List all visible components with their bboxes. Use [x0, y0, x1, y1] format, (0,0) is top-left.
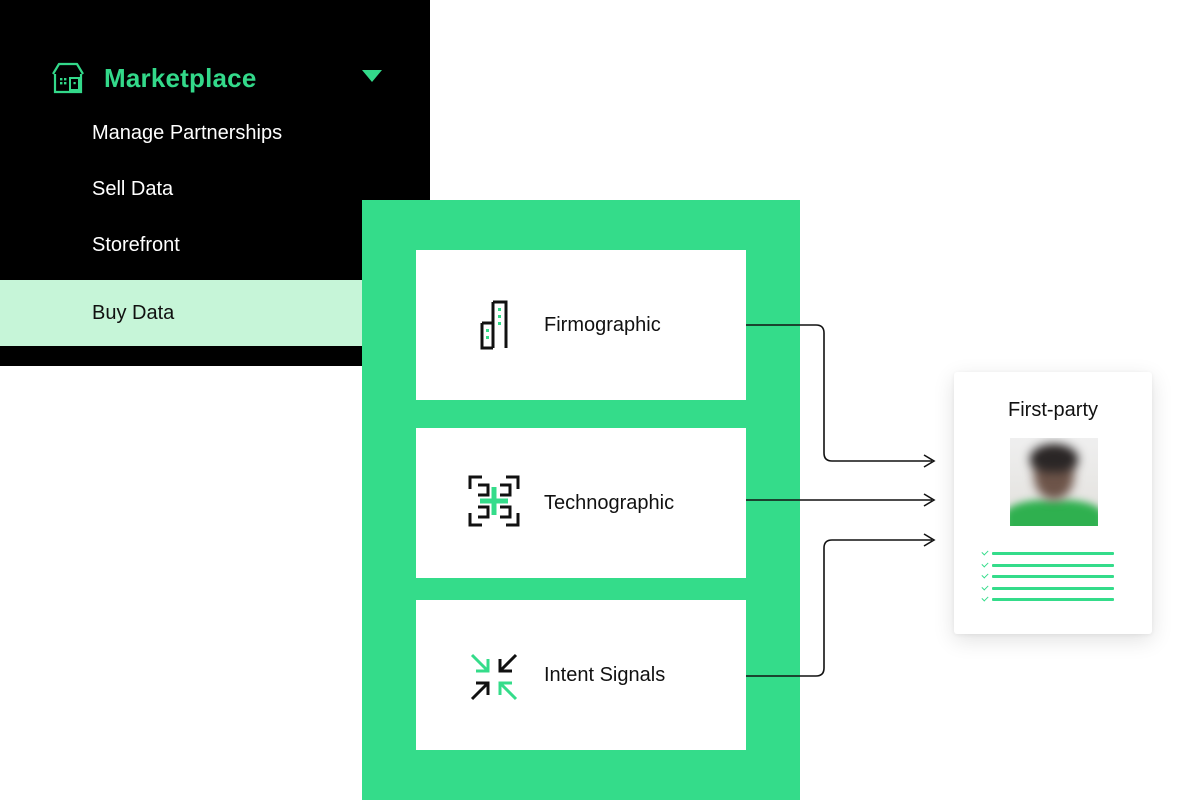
- menu-item-buy-data[interactable]: Buy Data: [0, 280, 362, 346]
- card-firmographic[interactable]: Firmographic: [416, 250, 746, 400]
- data-sources-panel: Firmographic Technographic Intent Signal…: [362, 200, 800, 800]
- caret-down-icon[interactable]: [362, 70, 382, 82]
- checklist-row: [981, 571, 1114, 587]
- converge-arrows-icon: [470, 653, 518, 701]
- menu-header-marketplace[interactable]: Marketplace: [50, 58, 390, 98]
- card-label: Intent Signals: [544, 663, 666, 686]
- card-technographic[interactable]: Technographic: [416, 428, 746, 578]
- checklist-row: [981, 559, 1114, 576]
- profile-title: First-party: [1008, 399, 1098, 421]
- checklist-row: [981, 594, 1114, 610]
- menu-item-manage-partnerships[interactable]: Manage Partnerships: [92, 121, 283, 144]
- menu-title: Marketplace: [104, 62, 257, 93]
- card-label: Firmographic: [544, 313, 661, 336]
- card-label: Technographic: [544, 491, 675, 514]
- menu-item-storefront[interactable]: Storefront: [92, 233, 180, 256]
- checklist-row: [981, 548, 1114, 564]
- menu-item-sell-data[interactable]: Sell Data: [92, 177, 174, 200]
- marketplace-menu: Marketplace Manage Partnerships Sell Dat…: [0, 0, 430, 366]
- card-intent-signals[interactable]: Intent Signals: [416, 600, 746, 750]
- check-icon: [981, 548, 989, 556]
- arrowhead: [923, 533, 936, 547]
- profile-checklist: [981, 548, 1114, 610]
- building-icon: [480, 300, 508, 350]
- first-party-profile-card: First-party: [954, 372, 1152, 634]
- arrowhead: [923, 454, 936, 468]
- tech-scan-icon: [468, 475, 520, 527]
- connector-firmographic: [746, 324, 932, 462]
- connector-intent-signals: [746, 539, 932, 677]
- checklist-row: [981, 582, 1114, 599]
- home-store-icon: [52, 62, 84, 94]
- arrowhead: [923, 493, 936, 507]
- profile-photo: [1010, 438, 1098, 526]
